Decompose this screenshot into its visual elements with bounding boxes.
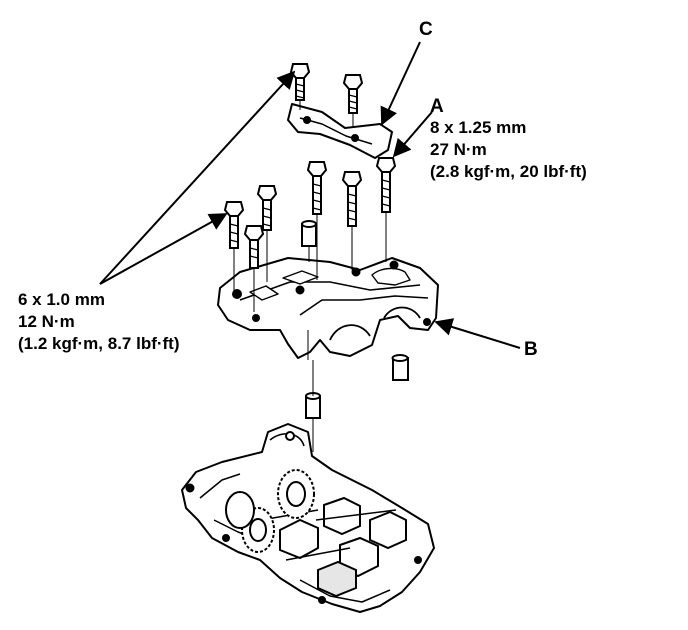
callout-a-torque-alt: (2.8 kgf·m, 20 lbf·ft)	[430, 162, 587, 181]
callout-c-label: C	[419, 19, 433, 40]
bolt-center-1	[306, 161, 328, 215]
leader-a	[392, 111, 433, 158]
callout-a-bolt-size: 8 x 1.25 mm	[430, 118, 527, 137]
dowel-pin-lower	[305, 392, 321, 419]
bolt-left-2	[256, 185, 278, 231]
left-spec-torque-nm: 12 N·m	[18, 312, 75, 331]
left-spec-torque-alt: (1.2 kgf·m, 8.7 lbf·ft)	[18, 334, 180, 353]
leader-lines	[99, 41, 521, 349]
bolt-left-1	[223, 201, 245, 249]
dowel-pin-right	[391, 354, 409, 381]
alignment-lines	[233, 100, 387, 452]
callout-a-label: A	[430, 96, 444, 117]
bolt-left-3	[243, 225, 265, 269]
upper-cam-holder	[217, 257, 439, 359]
bolt-a-upper	[375, 157, 397, 213]
dowel-pin-upper	[301, 220, 317, 247]
callout-a-torque-nm: 27 N·m	[430, 140, 487, 159]
camshaft-gears	[225, 469, 315, 553]
bolt-top-left	[289, 63, 311, 101]
left-spec-bolt-size: 6 x 1.0 mm	[18, 290, 105, 309]
leader-c	[380, 41, 421, 126]
bolt-c-center	[342, 74, 364, 114]
callout-b-label: B	[524, 339, 538, 360]
leader-left-lower	[99, 213, 228, 285]
bolt-center-2	[341, 171, 363, 227]
bracket-c	[287, 103, 393, 159]
leader-b	[434, 318, 521, 349]
leader-left-upper	[99, 70, 296, 285]
